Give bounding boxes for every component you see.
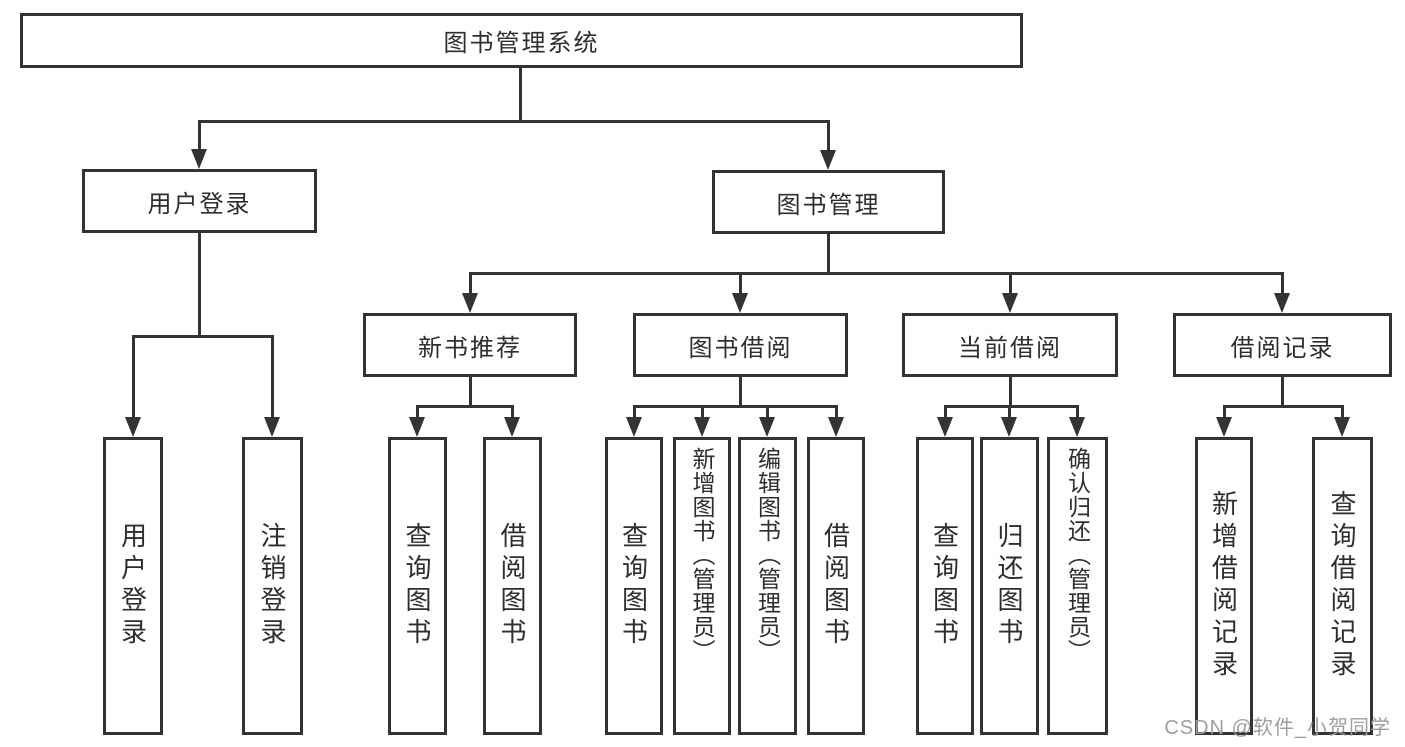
leaf-query-books-current: 查询图书: [916, 437, 974, 735]
connector-level2-rail: [198, 120, 830, 123]
connector-book-borrowing-rail: [633, 405, 837, 408]
connector-leaf-stem: [766, 405, 769, 419]
node-borrowing-records: 借阅记录: [1173, 313, 1392, 377]
arrow-down-icon: [732, 293, 748, 313]
node-book-management: 图书管理: [712, 170, 945, 234]
arrow-down-icon: [264, 417, 280, 437]
connector-borrowing-records-rail: [1223, 405, 1343, 408]
leaf-label: 查询图书: [618, 522, 649, 650]
leaf-borrow-books-borrowing: 借阅图书: [807, 437, 865, 735]
arrow-down-icon: [820, 150, 836, 170]
arrow-down-icon: [504, 417, 520, 437]
leaf-label: 编辑图书（管理员）: [754, 447, 781, 663]
arrow-down-icon: [1334, 417, 1350, 437]
arrow-down-icon: [626, 417, 642, 437]
connector-leaf-stem: [416, 405, 419, 419]
connector-to-current-borrowing: [1009, 272, 1012, 295]
leaf-label: 归还图书: [994, 522, 1024, 650]
connector-to-user-login: [198, 120, 201, 150]
connector-leaf-stem: [835, 405, 838, 419]
node-library-management-system: 图书管理系统: [20, 13, 1023, 68]
arrow-down-icon: [828, 417, 844, 437]
node-current-borrowing: 当前借阅: [902, 313, 1118, 377]
connector-current-borrowing-rail: [944, 405, 1078, 408]
connector-leaf-stem: [633, 405, 636, 419]
connector-leaf-stem: [1341, 405, 1344, 419]
arrow-down-icon: [937, 417, 953, 437]
arrow-down-icon: [694, 417, 710, 437]
connector-current-borrowing-stem: [1009, 377, 1012, 408]
leaf-return-books: 归还图书: [980, 437, 1039, 735]
arrow-down-icon: [1001, 417, 1017, 437]
leaf-borrow-books-recommend: 借阅图书: [483, 437, 542, 735]
arrow-down-icon: [759, 417, 775, 437]
arrow-down-icon: [462, 293, 478, 313]
connector-to-leaf-user-login: [132, 335, 135, 419]
node-label: 借阅记录: [1230, 334, 1335, 362]
arrow-down-icon: [1216, 417, 1232, 437]
connector-leaf-stem: [1008, 405, 1011, 419]
arrow-down-icon: [191, 149, 207, 169]
leaf-confirm-return-admin: 确认归还（管理员）: [1047, 437, 1108, 735]
leaf-query-books-borrowing: 查询图书: [605, 437, 663, 735]
connector-book-management-stem: [827, 234, 830, 272]
connector-leaf-stem: [1223, 405, 1226, 419]
csdn-watermark: CSDN @软件_小贺同学: [1164, 717, 1391, 739]
leaf-add-borrow-record: 新增借阅记录: [1195, 437, 1253, 735]
connector-root-stem: [519, 68, 522, 120]
connector-leaf-stem: [511, 405, 514, 419]
node-book-borrowing: 图书借阅: [633, 313, 848, 377]
node-label: 用户登录: [147, 190, 252, 218]
arrow-down-icon: [1274, 293, 1290, 313]
leaf-label: 借阅图书: [820, 522, 851, 650]
leaf-label: 用户登录: [117, 522, 148, 650]
connector-user-login-rail: [132, 335, 274, 338]
leaf-edit-books-admin: 编辑图书（管理员）: [738, 437, 797, 735]
leaf-label: 查询借阅记录: [1327, 490, 1357, 682]
arrow-down-icon: [1069, 417, 1085, 437]
leaf-label: 查询图书: [402, 522, 432, 650]
connector-new-book-recommend-stem: [469, 377, 472, 408]
node-new-book-recommend: 新书推荐: [363, 313, 577, 377]
leaf-query-books-recommend: 查询图书: [388, 437, 447, 735]
node-label: 图书借阅: [688, 334, 793, 362]
arrow-down-icon: [125, 417, 141, 437]
node-label: 图书管理系统: [443, 30, 600, 57]
connector-borrowing-records-stem: [1281, 377, 1284, 408]
leaf-logout: 注销登录: [242, 437, 303, 735]
node-label: 图书管理: [776, 191, 881, 219]
leaf-user-login: 用户登录: [103, 437, 163, 735]
leaf-label: 新增借阅记录: [1208, 490, 1239, 682]
node-label: 新书推荐: [418, 334, 522, 362]
connector-to-book-management: [827, 120, 830, 151]
connector-leaf-stem: [944, 405, 947, 419]
connector-to-borrowing-records: [1281, 272, 1284, 295]
node-user-login: 用户登录: [82, 169, 317, 233]
connector-to-book-borrowing: [739, 272, 742, 295]
arrow-down-icon: [1002, 293, 1018, 313]
connector-level3-rail: [469, 272, 1283, 275]
leaf-label: 新增图书（管理员）: [689, 447, 715, 663]
node-label: 当前借阅: [958, 334, 1062, 362]
leaf-label: 查询图书: [929, 522, 960, 650]
connector-new-book-recommend-rail: [416, 405, 514, 408]
leaf-label: 确认归还（管理员）: [1064, 447, 1091, 663]
connector-to-leaf-logout: [271, 335, 274, 419]
leaf-label: 注销登录: [257, 522, 287, 650]
leaf-add-books-admin: 新增图书（管理员）: [673, 437, 731, 735]
connector-user-login-stem: [198, 233, 201, 335]
arrow-down-icon: [409, 417, 425, 437]
connector-book-borrowing-stem: [739, 377, 742, 408]
leaf-label: 借阅图书: [497, 522, 527, 650]
leaf-query-borrow-record: 查询借阅记录: [1312, 437, 1373, 735]
connector-to-new-book-recommend: [469, 272, 472, 295]
connector-leaf-stem: [1076, 405, 1079, 419]
connector-leaf-stem: [701, 405, 704, 419]
